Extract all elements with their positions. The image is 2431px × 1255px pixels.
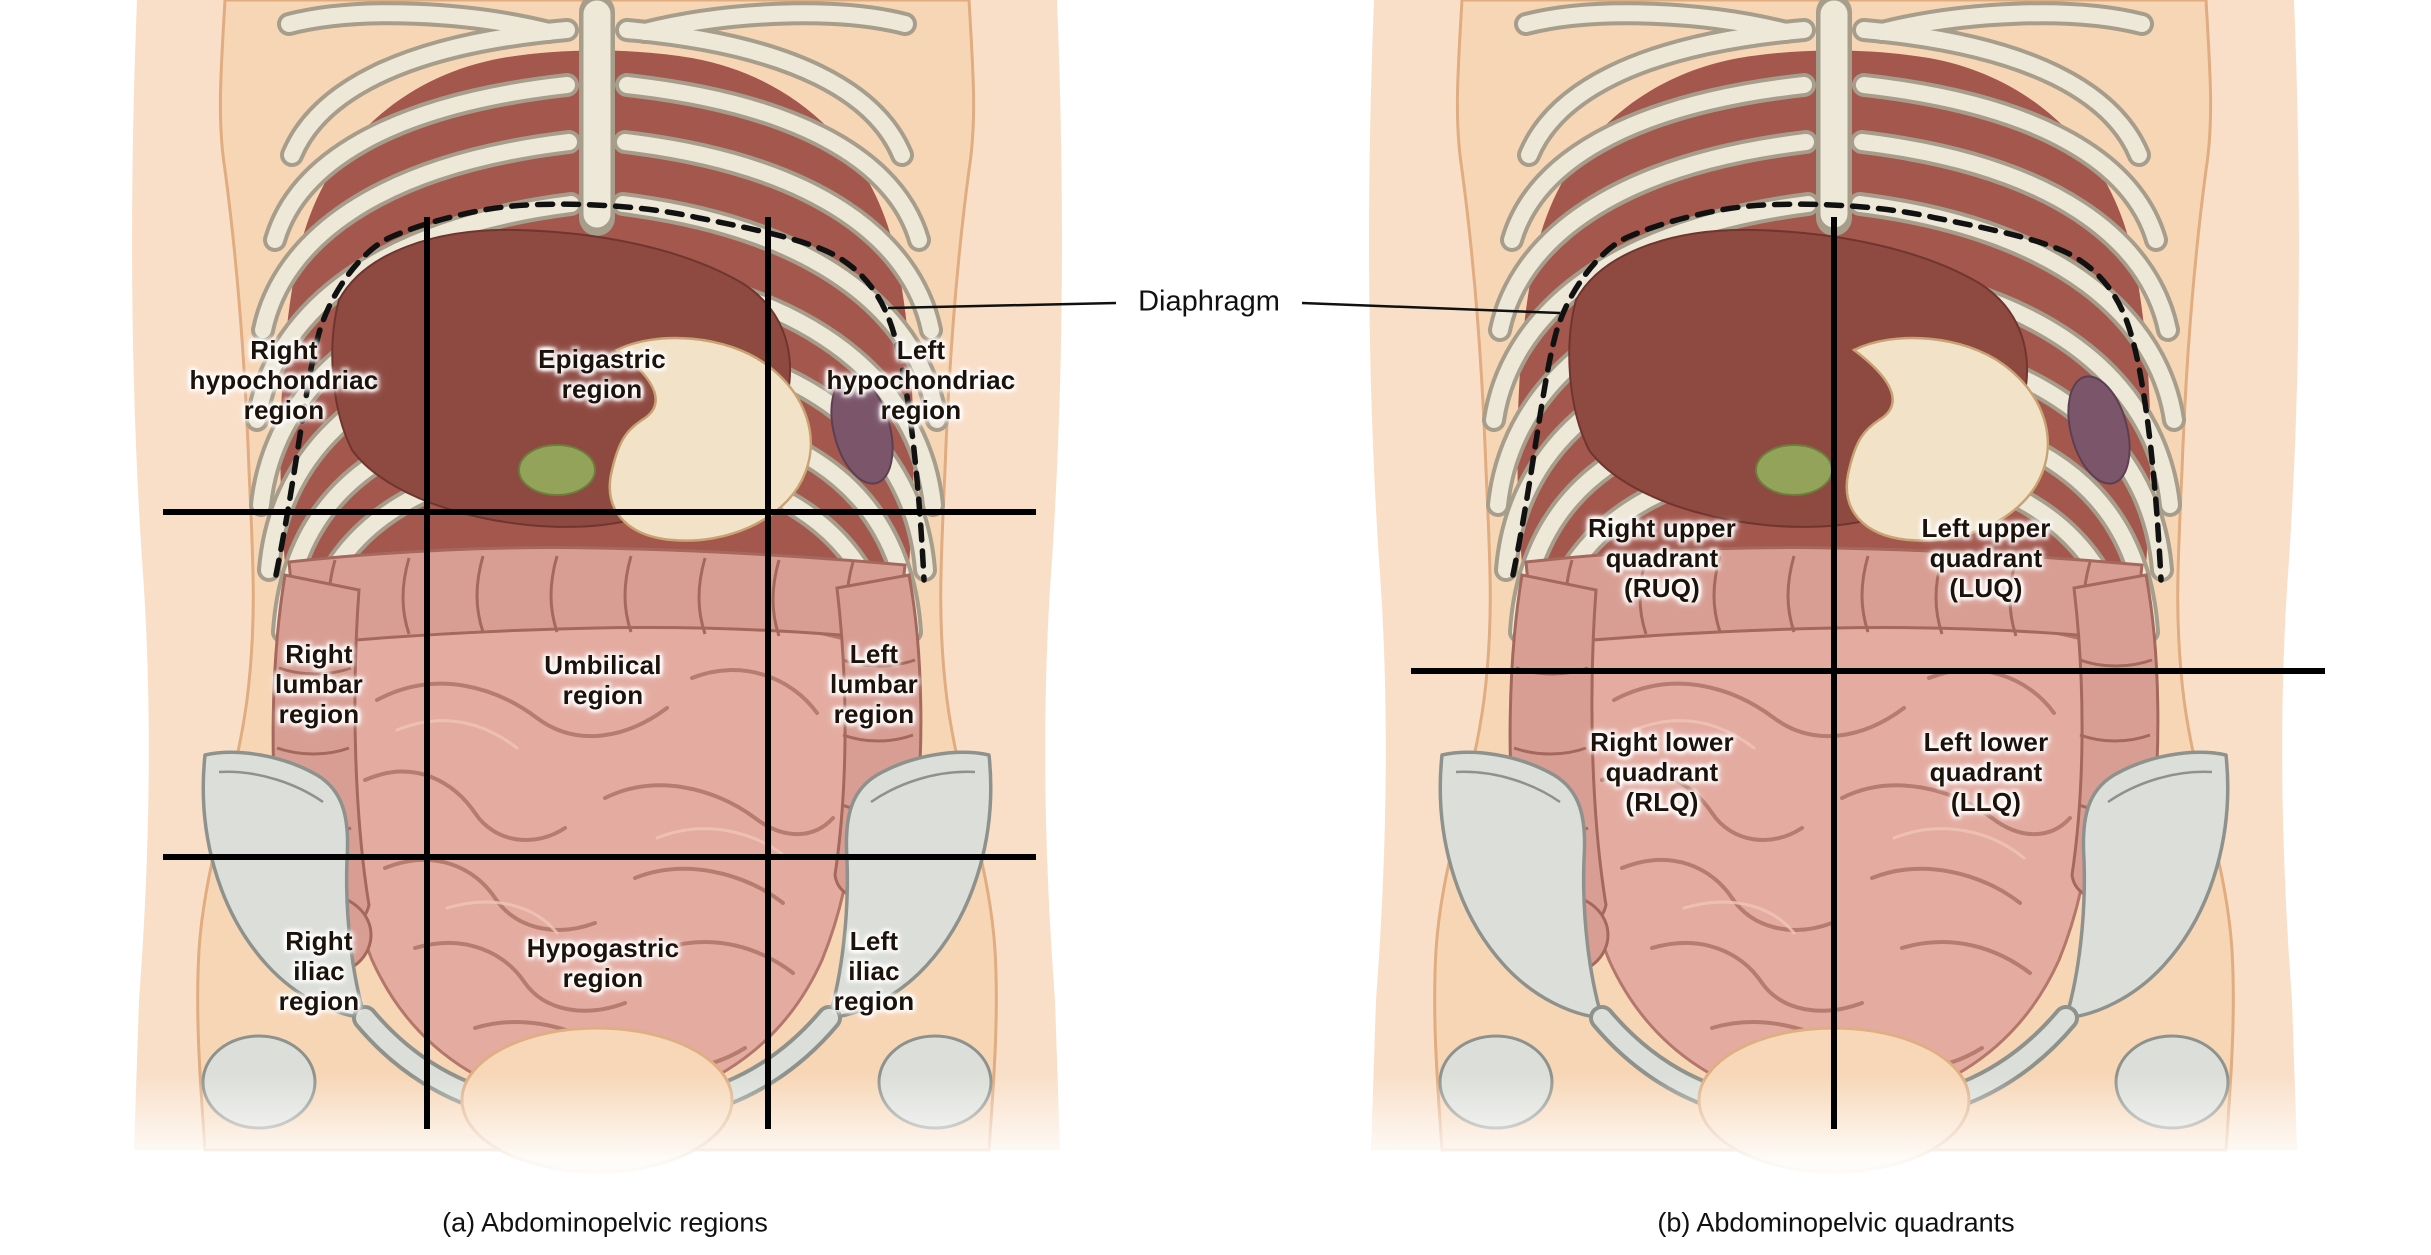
label-epigastric-region: Epigastric region	[538, 343, 666, 404]
label-umbilical-region: Umbilical region	[544, 649, 662, 710]
diaphragm-pointer-lines	[887, 301, 1561, 315]
quadrant-lines	[1411, 217, 2325, 1129]
label-left-upper-quadrant: Left upper quadrant (LUQ)	[1921, 512, 2051, 604]
caption-figure-a: (a) Abdominopelvic regions	[442, 1207, 768, 1238]
label-right-upper-quadrant: Right upper quadrant (RUQ)	[1587, 512, 1737, 604]
label-right-iliac-region: Right iliac region	[278, 925, 360, 1017]
region-grid-lines	[163, 217, 1036, 1129]
label-left-lower-quadrant: Left lower quadrant (LLQ)	[1923, 726, 2049, 818]
label-left-hypochondriac-region: Left hypochondriac region	[826, 334, 1016, 426]
caption-figure-b: (b) Abdominopelvic quadrants	[1657, 1207, 2015, 1238]
label-right-lower-quadrant: Right lower quadrant (RLQ)	[1590, 726, 1734, 818]
label-hypogastric-region: Hypogastric region	[526, 932, 680, 993]
label-left-lumbar-region: Left lumbar region	[830, 638, 918, 730]
label-left-iliac-region: Left iliac region	[833, 925, 915, 1017]
label-diaphragm: Diaphragm	[1138, 285, 1280, 318]
torso-figure-a	[127, 0, 1067, 1195]
label-right-lumbar-region: Right lumbar region	[275, 638, 363, 730]
label-right-hypochondriac-region: Right hypochondriac region	[189, 334, 379, 426]
